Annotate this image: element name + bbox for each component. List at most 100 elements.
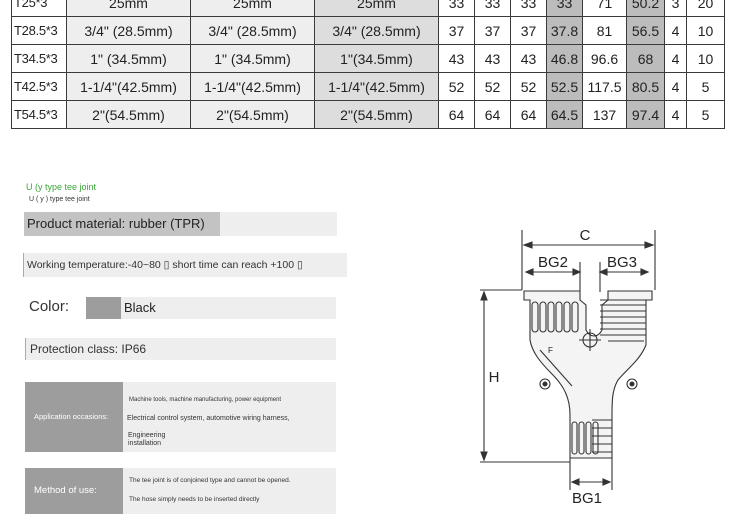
table-cell: 97.4 bbox=[626, 100, 665, 129]
protection-row bbox=[25, 338, 336, 360]
table-cell: 96.6 bbox=[582, 44, 627, 73]
method-line-1: The tee joint is of conjoined type and c… bbox=[129, 477, 291, 484]
table-cell: T28.5*3 bbox=[11, 16, 67, 45]
bg3-arrow-left bbox=[598, 268, 608, 276]
label-bg2: BG2 bbox=[538, 254, 568, 271]
table-cell: 1" (34.5mm) bbox=[190, 44, 315, 73]
application-line-4: installation bbox=[128, 440, 162, 447]
table-cell: 71 bbox=[582, 0, 627, 17]
table-cell: 43 bbox=[438, 44, 475, 73]
left-inlet-ribs bbox=[531, 301, 579, 333]
table-cell: 1-1/4"(42.5mm) bbox=[314, 72, 439, 101]
left-screw-dot bbox=[542, 381, 548, 387]
right-screw-dot bbox=[629, 381, 635, 387]
table-cell: 3/4" (28.5mm) bbox=[190, 16, 315, 45]
material-text: Product material: rubber (TPR) bbox=[27, 216, 205, 231]
table-cell: 25mm bbox=[66, 0, 191, 17]
table-cell: 10 bbox=[686, 16, 725, 45]
label-c: C bbox=[580, 227, 591, 244]
application-label-block bbox=[25, 382, 123, 452]
table-cell: 37 bbox=[438, 16, 475, 45]
table-cell: 37.8 bbox=[546, 16, 583, 45]
table-cell: 52 bbox=[510, 72, 547, 101]
table-cell: 80.5 bbox=[626, 72, 665, 101]
table-cell: 5 bbox=[686, 72, 725, 101]
table-cell: T42.5*3 bbox=[11, 72, 67, 101]
color-value: Black bbox=[124, 300, 156, 315]
table-cell: 50.2 bbox=[626, 0, 665, 17]
table-cell: 43 bbox=[510, 44, 547, 73]
application-label: Application occasions: bbox=[34, 412, 109, 421]
material-row-shade bbox=[24, 212, 220, 236]
color-value-row bbox=[121, 297, 336, 319]
table-cell: 1" (34.5mm) bbox=[66, 44, 191, 73]
table-cell: T25*3 bbox=[11, 0, 67, 17]
tee-joint-drawing: C BG2 BG3 H bbox=[480, 227, 656, 507]
table-cell: 64 bbox=[474, 100, 511, 129]
tee-body-outline bbox=[523, 290, 653, 459]
table-cell: 1"(34.5mm) bbox=[314, 44, 439, 73]
method-label-block bbox=[25, 468, 123, 514]
table-cell: 5 bbox=[686, 100, 725, 129]
bg2-arrow-right bbox=[572, 268, 582, 276]
table-cell: 2"(54.5mm) bbox=[314, 100, 439, 129]
table-cell: T54.5*3 bbox=[11, 100, 67, 129]
application-line-2: Electrical control system, automotive wi… bbox=[127, 415, 290, 422]
table-cell: 56.5 bbox=[626, 16, 665, 45]
table-cell: 37 bbox=[510, 16, 547, 45]
label-h: H bbox=[489, 369, 500, 386]
table-cell: 3 bbox=[664, 0, 687, 17]
bg3-arrow-right bbox=[640, 268, 650, 276]
working-temp-row bbox=[23, 253, 347, 277]
right-screw-icon bbox=[626, 378, 638, 390]
table-cell: 33 bbox=[438, 0, 475, 17]
bottom-outlet-ribs bbox=[571, 419, 612, 455]
table-cell: 64 bbox=[438, 100, 475, 129]
working-temp-text: Working temperature:-40~80 ▯ short time … bbox=[27, 259, 303, 271]
table-cell: 10 bbox=[686, 44, 725, 73]
table-cell: 25mm bbox=[190, 0, 315, 17]
table-cell: 1-1/4"(42.5mm) bbox=[66, 72, 191, 101]
table-cell: 20 bbox=[686, 0, 725, 17]
table-cell: 2"(54.5mm) bbox=[66, 100, 191, 129]
table-cell: 37 bbox=[474, 16, 511, 45]
color-swatch bbox=[86, 297, 121, 319]
table-cell: 46.8 bbox=[546, 44, 583, 73]
table-cell: 4 bbox=[664, 44, 687, 73]
table-cell: 52.5 bbox=[546, 72, 583, 101]
table-cell: 64 bbox=[510, 100, 547, 129]
table-cell: 33 bbox=[510, 0, 547, 17]
product-title: U (y type tee joint bbox=[26, 182, 97, 192]
table-cell: 117.5 bbox=[582, 72, 627, 101]
f-dimension-line bbox=[539, 349, 573, 387]
table-cell: 4 bbox=[664, 100, 687, 129]
table-cell: 52 bbox=[438, 72, 475, 101]
table-cell: 4 bbox=[664, 72, 687, 101]
table-cell: 2"(54.5mm) bbox=[190, 100, 315, 129]
table-cell: 3/4" (28.5mm) bbox=[314, 16, 439, 45]
table-cell: T34.5*3 bbox=[11, 44, 67, 73]
table-cell: 64.5 bbox=[546, 100, 583, 129]
table-cell: 33 bbox=[546, 0, 583, 17]
label-bg1: BG1 bbox=[572, 490, 602, 507]
table-cell: 3/4" (28.5mm) bbox=[66, 16, 191, 45]
label-f: F bbox=[548, 346, 553, 355]
table-cell: 68 bbox=[626, 44, 665, 73]
h-arrow-top bbox=[480, 290, 488, 301]
method-line-2: The hose simply needs to be inserted dir… bbox=[129, 496, 260, 503]
table-cell: 4 bbox=[664, 16, 687, 45]
application-line-3: Engineering bbox=[128, 432, 166, 439]
table-cell: 52 bbox=[474, 72, 511, 101]
table-cell: 25mm bbox=[314, 0, 439, 17]
c-arrow-right bbox=[644, 241, 655, 249]
bg2-arrow-left bbox=[524, 268, 534, 276]
table-cell: 81 bbox=[582, 16, 627, 45]
h-arrow-bottom bbox=[480, 451, 488, 462]
table-cell: 43 bbox=[474, 44, 511, 73]
